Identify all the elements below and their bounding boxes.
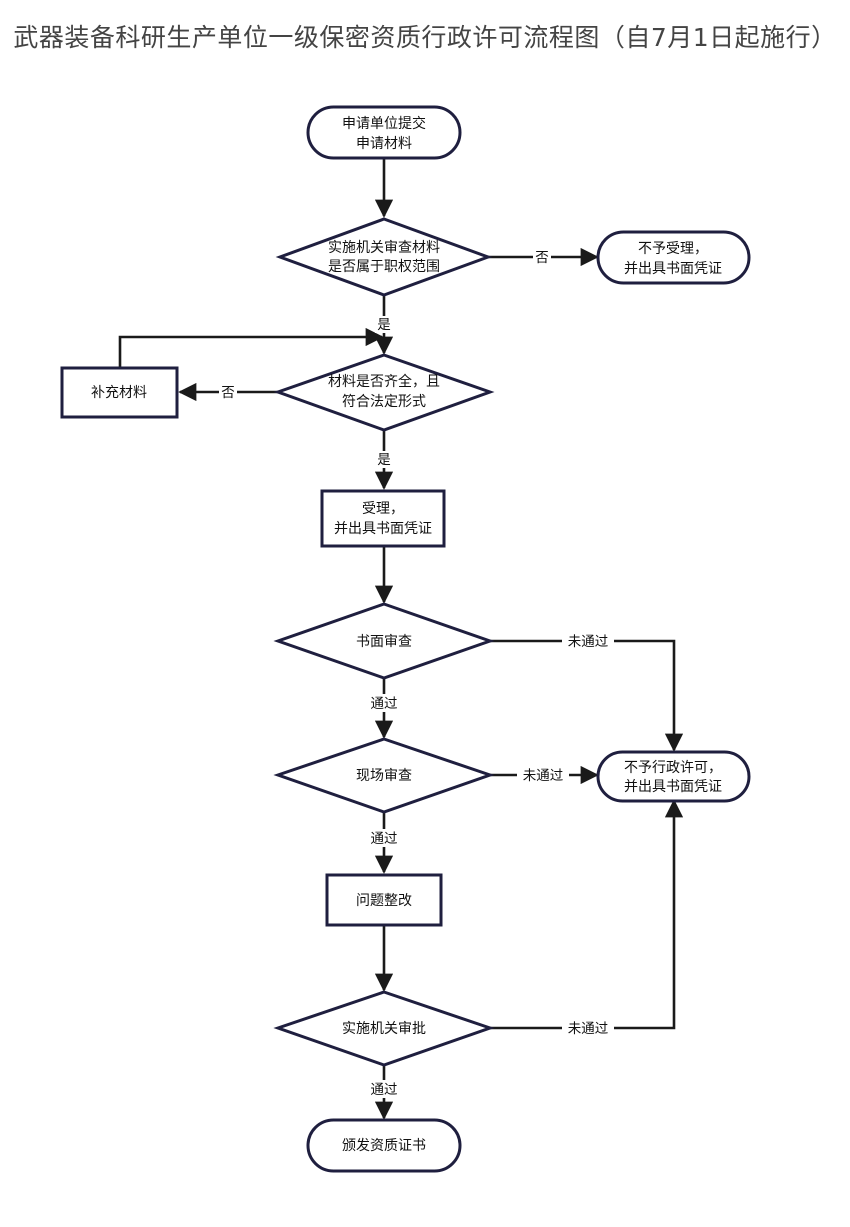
page-title: 武器装备科研生产单位一级保密资质行政许可流程图（自7月1日起施行） (13, 23, 837, 52)
edge-paper-fail (488, 639, 684, 752)
node-check-complete: 材料是否齐全，且 符合法定形式 (273, 353, 495, 432)
node-approval-label: 实施机关审批 (342, 1021, 426, 1037)
node-certificate-label: 颁发资质证书 (342, 1138, 426, 1154)
edge-supplement-return (118, 327, 384, 368)
node-approval: 实施机关审批 (273, 990, 495, 1067)
node-rectify-label: 问题整改 (356, 893, 412, 909)
node-reject-permit-line1: 不予行政许可， (624, 760, 722, 776)
node-supplement: 补充材料 (60, 366, 179, 419)
node-accept-line1: 受理， (362, 501, 404, 517)
label-complete-yes: 是 (377, 452, 391, 468)
node-accept: 受理， 并出具书面凭证 (320, 489, 446, 548)
node-rectify: 问题整改 (325, 873, 443, 927)
label-paper-pass: 通过 (371, 696, 398, 712)
label-scope-no: 否 (535, 250, 549, 266)
node-reject-scope: 不予受理， 并出具书面凭证 (596, 230, 751, 285)
label-site-pass: 通过 (371, 831, 398, 847)
node-check-complete-line1: 材料是否齐全，且 (328, 373, 440, 390)
node-paper-review: 书面审查 (273, 602, 495, 680)
node-accept-line2: 并出具书面凭证 (334, 521, 432, 537)
node-paper-review-label: 书面审查 (356, 634, 412, 650)
node-submit: 申请单位提交 申请材料 (306, 105, 462, 160)
label-approval-pass: 通过 (371, 1082, 398, 1098)
node-check-scope-line1: 实施机关审查材料 (328, 240, 440, 256)
node-supplement-label: 补充材料 (91, 385, 147, 401)
label-site-fail: 未通过 (523, 768, 564, 784)
label-scope-yes: 是 (377, 317, 391, 333)
label-complete-no: 否 (221, 385, 235, 401)
label-approval-fail: 未通过 (568, 1021, 609, 1037)
node-check-scope: 实施机关审查材料 是否属于职权范围 (275, 217, 493, 297)
node-check-complete-line2: 符合法定形式 (342, 394, 426, 410)
edge-labels: 否 是 否 是 未通过 通过 未通过 通过 未通过 通过 (219, 248, 614, 1098)
node-site-review: 现场审查 (273, 737, 495, 814)
node-reject-permit-line2: 并出具书面凭证 (624, 779, 722, 795)
edge-approval-fail (488, 799, 684, 1030)
node-reject-permit: 不予行政许可， 并出具书面凭证 (596, 750, 751, 803)
node-certificate: 颁发资质证书 (306, 1118, 462, 1173)
node-submit-line2: 申请材料 (356, 136, 412, 152)
node-reject-scope-line2: 并出具书面凭证 (624, 261, 722, 277)
node-reject-scope-line1: 不予受理， (638, 241, 708, 257)
label-paper-fail: 未通过 (568, 634, 609, 650)
node-submit-line1: 申请单位提交 (342, 115, 426, 132)
node-site-review-label: 现场审查 (356, 768, 412, 784)
node-check-scope-line2: 是否属于职权范围 (328, 258, 440, 275)
